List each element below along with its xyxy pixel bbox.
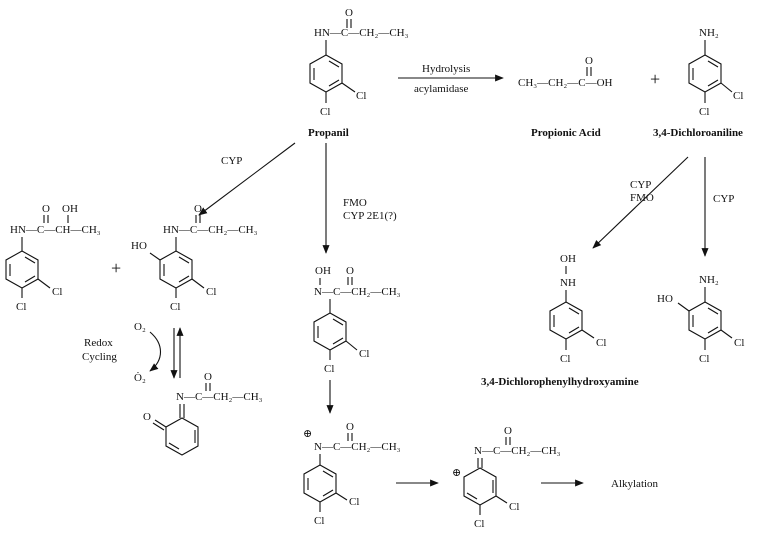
propionic-acid-formula: CH₃—CH₂—C—OH <box>518 77 613 89</box>
ring-hydroxy-chain: HN—C—CH₂—CH₃ <box>163 224 258 236</box>
propanil-cl-3: Cl <box>356 90 366 102</box>
quinone-imine-chain: N—C—CH₂—CH₃ <box>176 391 263 403</box>
dca-cl-3: Cl <box>733 90 743 102</box>
ring-hydroxy-carbonyl-o: O <box>194 203 202 215</box>
ring-hydroxy-ring <box>159 250 193 289</box>
nitrenium-structure: O ⊕ N—C—CH₂—CH₃ Cl Cl <box>303 421 401 527</box>
iminium-chain: N—C—CH₂—CH₃ <box>474 445 561 457</box>
side-chain-cl-3: Cl <box>52 286 62 298</box>
aminophenol-nh2: NH₂ <box>699 274 719 286</box>
nitrenium-chain: N—C—CH₂—CH₃ <box>314 441 401 453</box>
dca-cl-4: Cl <box>699 106 709 118</box>
nitrenium-cl-4: Cl <box>314 515 324 527</box>
redox-label-1: Redox <box>84 337 113 349</box>
nitrenium-charge: ⊕ <box>303 428 312 440</box>
ring-hydroxy-cl-b: Cl <box>170 301 180 313</box>
propionic-acid-structure: O CH₃—CH₂—C—OH Propionic Acid <box>518 55 613 139</box>
iminium-charge: ⊕ <box>452 467 461 479</box>
hydroxyamine-name: 3,4-Dichlorophenylhydroxyamine <box>481 376 639 388</box>
redox-cycling: Redox Cycling O₂ Ȯ₂ <box>82 321 184 384</box>
aminophenol-structure: NH₂ HO Cl Cl <box>657 274 744 365</box>
nitrenium-carbonyl-o: O <box>346 421 354 433</box>
hydrolysis-label: Hydrolysis <box>422 63 470 75</box>
propionic-acid-carbonyl-o: O <box>585 55 593 67</box>
side-chain-carbonyl-o: O <box>42 203 50 215</box>
acylamidase-label: acylamidase <box>414 83 468 95</box>
nitrenium-cl-3: Cl <box>349 496 359 508</box>
hydroxyamine-ring <box>549 301 583 340</box>
quinone-imine-ring <box>165 417 199 456</box>
iminium-cl-4: Cl <box>474 518 484 530</box>
quinone-imine-ring-o: O <box>143 411 151 423</box>
n-hydroxy-ring <box>313 312 347 351</box>
plus-sign-top: + <box>650 69 660 89</box>
ring-hydroxy-ho: HO <box>131 240 147 252</box>
ring-hydroxy-structure: O HN—C—CH₂—CH₃ HO Cl Cl <box>131 203 258 313</box>
dca-nh2: NH₂ <box>699 27 719 39</box>
propanil-structure: HN—C—CH₂—CH₃ O Cl Cl Propanil <box>308 7 409 139</box>
hydroxyamine-structure: OH NH Cl Cl 3,4-Dichlorophenylhydroxyami… <box>481 253 639 388</box>
cyp2e1-label: CYP 2E1(?) <box>343 210 397 222</box>
dca-ring <box>688 54 722 93</box>
quinone-imine-structure: O N—C—CH₂—CH₃ O <box>143 371 263 456</box>
hydroxyamine-oh: OH <box>560 253 576 265</box>
aminophenol-ho: HO <box>657 293 673 305</box>
cyp-right-label: CYP <box>713 193 734 205</box>
side-chain-cl-4: Cl <box>16 301 26 313</box>
propanil-carbonyl-o: O <box>345 7 353 19</box>
dca-to-hydroxyamine-arrow <box>592 156 689 249</box>
dichloroaniline-structure: NH₂ Cl Cl 3,4-Dichloroaniline <box>653 27 743 139</box>
propanil-name: Propanil <box>308 127 349 139</box>
n-hydroxy-cl-4: Cl <box>324 363 334 375</box>
o2-label: O₂ <box>134 321 146 333</box>
nitrenium-ring <box>303 464 337 503</box>
o2-radical-label: Ȯ₂ <box>134 372 146 384</box>
redox-curved-arrow <box>149 331 162 372</box>
iminium-cl-3: Cl <box>509 501 519 513</box>
quinone-imine-carbonyl-o: O <box>204 371 212 383</box>
plus-sign-left: + <box>111 258 121 278</box>
aminophenol-cl-b: Cl <box>699 353 709 365</box>
cyp-left-label: CYP <box>221 155 242 167</box>
fmo-label: FMO <box>343 197 367 209</box>
hydroxyamine-cl-4: Cl <box>560 353 570 365</box>
propionic-acid-name: Propionic Acid <box>531 127 601 139</box>
n-hydroxy-structure: OH O N—C—CH₂—CH₃ Cl Cl <box>313 265 401 375</box>
aminophenol-cl-a: Cl <box>734 337 744 349</box>
propanil-to-ring-hydroxy-arrow <box>198 142 296 216</box>
side-chain-oh-structure: O OH HN—C—CH—CH₃ Cl Cl <box>5 203 101 313</box>
hydroxyamine-nh: NH <box>560 277 576 289</box>
aminophenol-ring <box>688 301 722 340</box>
iminium-carbonyl-o: O <box>504 425 512 437</box>
propanil-ring <box>309 54 343 93</box>
propanil-chain: HN—C—CH₂—CH₃ <box>314 27 409 39</box>
n-hydroxy-oh: OH <box>315 265 331 277</box>
cyp-fmo-label-2: FMO <box>630 192 654 204</box>
n-hydroxy-chain: N—C—CH₂—CH₃ <box>314 286 401 298</box>
side-chain-ring <box>5 250 39 289</box>
ring-hydroxy-cl-a: Cl <box>206 286 216 298</box>
dca-name: 3,4-Dichloroaniline <box>653 127 743 139</box>
side-chain-chain: HN—C—CH—CH₃ <box>10 224 101 236</box>
cyp-fmo-label-1: CYP <box>630 179 651 191</box>
n-hydroxy-carbonyl-o: O <box>346 265 354 277</box>
alkylation-label: Alkylation <box>611 478 659 490</box>
hydroxyamine-cl-3: Cl <box>596 337 606 349</box>
redox-label-2: Cycling <box>82 351 117 363</box>
propanil-cl-4: Cl <box>320 106 330 118</box>
side-chain-oh: OH <box>62 203 78 215</box>
iminium-structure: O N—C—CH₂—CH₃ ⊕ Cl Cl <box>452 425 561 530</box>
iminium-ring <box>463 467 497 506</box>
n-hydroxy-cl-3: Cl <box>359 348 369 360</box>
